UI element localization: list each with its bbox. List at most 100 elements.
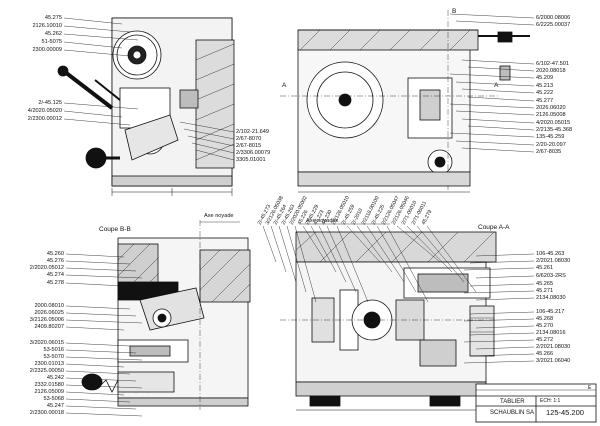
view-top-left: [57, 17, 235, 196]
part-number-label: 45.222: [536, 90, 554, 96]
part-number-label: 2126.05008: [536, 112, 566, 118]
leader-line: [455, 20, 535, 26]
part-number-label: 2134.08030: [536, 295, 566, 301]
part-number-label: 45.247: [46, 403, 64, 409]
leader-line: [455, 110, 535, 116]
leader-line: [449, 103, 535, 109]
title-block-rev: E: [588, 385, 592, 391]
part-number-label: 2020.08018: [536, 68, 566, 74]
part-number-label: 53-5016: [43, 347, 64, 353]
leader-line: [467, 96, 535, 102]
leader-line: [65, 370, 131, 375]
part-number-label: 45.209: [536, 75, 554, 81]
part-number-label: 45.261: [536, 265, 554, 271]
part-number-label: 2126.05009: [34, 389, 64, 395]
part-number-label: 2/2325.00050: [29, 368, 64, 374]
leader-line: [475, 346, 535, 350]
leader-line: [469, 311, 535, 315]
leader-line: [449, 73, 535, 79]
part-number-label: 3305.01001: [236, 157, 266, 163]
part-number-label: 3/2021.06040: [536, 358, 571, 364]
leader-line: [461, 118, 535, 124]
leader-line: [63, 49, 131, 57]
part-number-label: 3/2126.05006: [29, 317, 64, 323]
part-number-label: 45.270: [536, 323, 554, 329]
part-number-label: 4/2020.05015: [536, 120, 571, 126]
leader-line: [65, 274, 143, 279]
leader-line: [396, 225, 441, 263]
leader-line: [187, 135, 235, 147]
part-number-label: 6/6203-2RS: [536, 273, 566, 279]
leader-line: [63, 102, 139, 110]
leader-line: [63, 110, 123, 118]
leader-line: [65, 405, 137, 410]
leader-line: [179, 121, 235, 133]
leader-line: [183, 128, 235, 140]
leader-lines: [63, 13, 535, 417]
leader-line: [416, 225, 465, 283]
part-number-label: 45.274: [46, 272, 64, 278]
leader-line: [426, 225, 477, 293]
leader-line: [65, 363, 125, 368]
leader-line: [475, 325, 535, 329]
leader-line: [469, 332, 535, 336]
section-marker-a-left: A: [282, 82, 287, 89]
part-number-label: 45.277: [536, 98, 554, 104]
leader-line: [336, 225, 369, 303]
part-number-label: 53-5068: [43, 396, 64, 402]
leader-line: [65, 260, 131, 265]
leader-line: [302, 225, 327, 263]
section-marker-a-right: A: [494, 82, 499, 89]
leader-line: [63, 41, 123, 49]
part-number-label: 2/102-21.649: [236, 129, 269, 135]
leader-line: [310, 225, 337, 273]
leader-line: [469, 353, 535, 357]
part-number-label: 45.265: [536, 281, 554, 287]
leader-line: [191, 142, 235, 154]
leader-line: [286, 225, 307, 293]
title-block-number: 125-45.200: [546, 408, 584, 417]
part-number-label: 2/2021.08030: [536, 258, 571, 264]
part-number-label: 6/2225.00037: [536, 22, 571, 28]
part-number-label: 45.276: [46, 258, 64, 264]
part-number-label: 106-45.263: [536, 251, 565, 257]
leader-line: [455, 140, 535, 146]
leader-line: [326, 225, 357, 293]
part-number-label: 2/2020.05012: [29, 265, 64, 271]
title-block-name: TABLIER: [500, 399, 525, 405]
leader-line: [356, 225, 393, 273]
axis-note-1: Axe noyade: [204, 213, 234, 219]
title-block-frame: [475, 383, 597, 423]
part-number-label: 2409.80207: [34, 324, 64, 330]
leader-line: [65, 384, 143, 389]
leader-line: [65, 253, 125, 258]
part-number-label: 51-5075: [41, 39, 62, 45]
leader-line: [463, 339, 535, 343]
leader-line: [449, 13, 535, 19]
part-number-label: 2/20-20.097: [536, 142, 566, 148]
leader-line: [461, 147, 535, 153]
leader-line: [63, 33, 139, 41]
part-number-label: 45.278: [46, 280, 64, 286]
part-number-label: 45.260: [46, 251, 64, 257]
leader-line: [65, 282, 125, 287]
leader-line: [63, 118, 131, 126]
part-number-label: 3/2020.06015: [29, 340, 64, 346]
part-number-label: 2026.06025: [34, 310, 64, 316]
leader-line: [63, 25, 131, 33]
part-number-label: 2/-45.125: [38, 100, 62, 106]
part-number-label: 2300.01013: [34, 361, 64, 367]
leader-line: [463, 267, 535, 271]
part-number-label: 45.213: [536, 83, 554, 89]
part-number-label: 45.266: [536, 351, 554, 357]
part-number-label: 2026.06020: [536, 105, 566, 111]
part-number-label: 2/2300.00012: [27, 116, 62, 122]
leader-line: [65, 312, 137, 317]
part-number-label: 2332.01580: [34, 382, 64, 388]
leader-line: [463, 318, 535, 322]
leader-line: [461, 59, 535, 65]
leader-line: [406, 225, 453, 273]
part-number-label: 2134.08016: [536, 330, 566, 336]
